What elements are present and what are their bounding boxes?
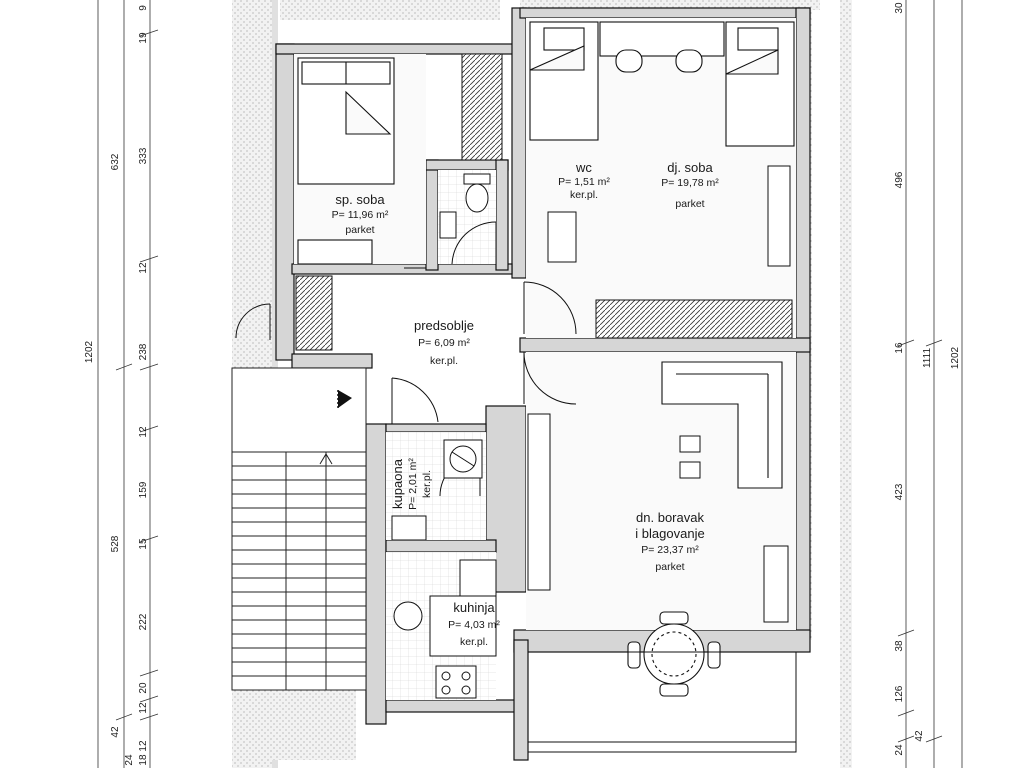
tv-cabinet bbox=[763, 545, 789, 623]
room-name: kupaona bbox=[390, 458, 405, 509]
dimension-labels-left-outer: 632 1202 528 bbox=[84, 153, 121, 552]
dim-159: 159 bbox=[138, 481, 149, 498]
single-bed-right bbox=[725, 21, 795, 147]
shelf-dj-soba bbox=[767, 165, 791, 267]
dim-126: 126 bbox=[894, 685, 905, 702]
bathroom-sink-icon bbox=[391, 515, 427, 541]
side-table-icon bbox=[679, 435, 701, 453]
pouf-icon bbox=[679, 461, 701, 479]
room-area: P= 11,96 m² bbox=[332, 209, 389, 221]
single-bed-left bbox=[529, 21, 599, 141]
sofa-corner bbox=[661, 361, 783, 489]
dim-1202-right: 1202 bbox=[950, 346, 961, 369]
room-name: predsoblje bbox=[414, 318, 474, 333]
dim-496: 496 bbox=[894, 171, 905, 188]
toilet-icon bbox=[463, 173, 491, 213]
wardrobe-dj-soba bbox=[595, 299, 793, 339]
dim-18: 18 bbox=[138, 754, 149, 766]
dim-1202-left: 1202 bbox=[84, 340, 95, 363]
dim-632: 632 bbox=[110, 153, 121, 170]
dim-528: 528 bbox=[110, 535, 121, 552]
dim-19: 19 bbox=[138, 32, 149, 44]
room-area: P= 4,03 m² bbox=[448, 619, 500, 631]
dim-9: 9 bbox=[138, 5, 149, 11]
dim-222: 222 bbox=[138, 613, 149, 630]
dim-30: 30 bbox=[894, 2, 905, 14]
dim-12b: 12 bbox=[138, 426, 149, 438]
dim-1111: 1111 bbox=[922, 348, 933, 368]
dim-423: 423 bbox=[894, 483, 905, 500]
dim-38: 38 bbox=[894, 640, 905, 652]
room-name: dj. soba bbox=[667, 160, 713, 175]
label-kupaona: kupaona P= 2,01 m² ker.pl. bbox=[390, 458, 433, 510]
cabinet-dj-soba bbox=[547, 211, 577, 263]
room-area: P= 1,51 m² bbox=[558, 176, 610, 188]
washing-machine-icon bbox=[443, 439, 483, 479]
room-name: dn. boravak bbox=[636, 510, 704, 525]
room-area: P= 19,78 m² bbox=[661, 177, 719, 189]
wc-sink-icon bbox=[439, 211, 457, 239]
dim-12a: 12 bbox=[138, 262, 149, 274]
kitchen-counter bbox=[393, 559, 497, 699]
entrance-arrow-icon bbox=[337, 390, 352, 408]
wardrobe-sp-soba bbox=[461, 53, 503, 161]
double-bed bbox=[297, 57, 395, 265]
room-name: sp. soba bbox=[335, 192, 385, 207]
label-dj-soba: dj. soba P= 19,78 m² parket bbox=[661, 160, 719, 210]
room-floor: parket bbox=[675, 198, 704, 210]
room-area: P= 23,37 m² bbox=[641, 544, 699, 556]
kitchen-wall-unit bbox=[527, 413, 551, 591]
label-kuhinja: kuhinja P= 4,03 m² ker.pl. bbox=[448, 600, 500, 648]
room-name: wc bbox=[575, 160, 592, 175]
dim-42-left: 42 bbox=[110, 726, 121, 738]
label-sp-soba: sp. soba P= 11,96 m² parket bbox=[332, 192, 389, 236]
room-name-2: i blagovanje bbox=[635, 526, 704, 541]
room-area: P= 2,01 m² bbox=[407, 458, 419, 510]
dim-24-right: 24 bbox=[894, 744, 905, 756]
desk bbox=[599, 21, 725, 73]
dim-24-left: 24 bbox=[124, 754, 135, 766]
label-boravak: dn. boravak i blagovanje P= 23,37 m² par… bbox=[635, 510, 704, 573]
dimension-labels-left-inner: 19 9 333 12 238 12 159 15 222 20 12 12 4… bbox=[110, 5, 149, 766]
room-floor: ker.pl. bbox=[430, 355, 458, 367]
dim-238: 238 bbox=[138, 343, 149, 360]
dim-20: 20 bbox=[138, 682, 149, 694]
staircase bbox=[231, 367, 367, 691]
room-floor: parket bbox=[345, 224, 374, 236]
room-floor: ker.pl. bbox=[460, 636, 488, 648]
dim-12c: 12 bbox=[138, 702, 149, 714]
wardrobe-predsoblje bbox=[295, 275, 333, 351]
label-wc: wc P= 1,51 m² ker.pl. bbox=[558, 160, 610, 201]
dim-333: 333 bbox=[138, 147, 149, 164]
room-floor: ker.pl. bbox=[421, 470, 433, 498]
room-floor: parket bbox=[655, 561, 684, 573]
room-area: P= 6,09 m² bbox=[418, 337, 470, 349]
dim-42-right: 42 bbox=[914, 730, 925, 742]
room-floor: ker.pl. bbox=[570, 189, 598, 201]
balcony bbox=[527, 651, 797, 753]
dining-table-icon bbox=[627, 611, 721, 697]
dimension-lines bbox=[97, 0, 963, 768]
label-predsoblje: predsoblje P= 6,09 m² ker.pl. bbox=[414, 318, 474, 367]
dim-12d: 12 bbox=[138, 740, 149, 752]
dimension-labels-right: 30 496 16 423 38 126 24 42 1111 1202 bbox=[894, 2, 961, 756]
dim-15: 15 bbox=[138, 538, 149, 550]
dim-16: 16 bbox=[894, 342, 905, 354]
room-name: kuhinja bbox=[453, 600, 495, 615]
